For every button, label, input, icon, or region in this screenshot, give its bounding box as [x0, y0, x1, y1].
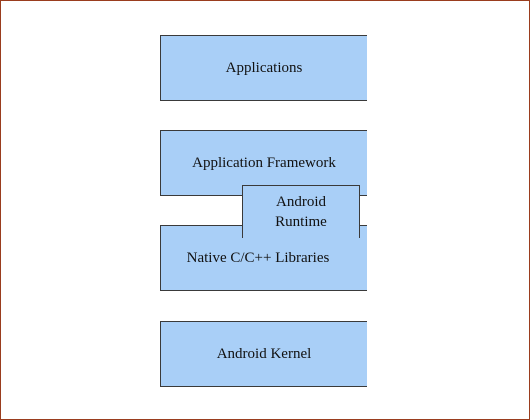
application-framework-label: Application Framework [192, 154, 336, 171]
applications-label: Applications [225, 59, 303, 76]
applications-layer: Applications [160, 35, 367, 101]
android-runtime-label-line1: Android [276, 194, 326, 210]
android-kernel-layer: Android Kernel [160, 321, 367, 387]
android-runtime-box: Android Runtime [242, 185, 360, 238]
android-runtime-label-line2: Runtime [275, 214, 327, 230]
android-kernel-label: Android Kernel [216, 345, 312, 362]
native-libraries-label: Native C/C++ Libraries [186, 249, 330, 266]
